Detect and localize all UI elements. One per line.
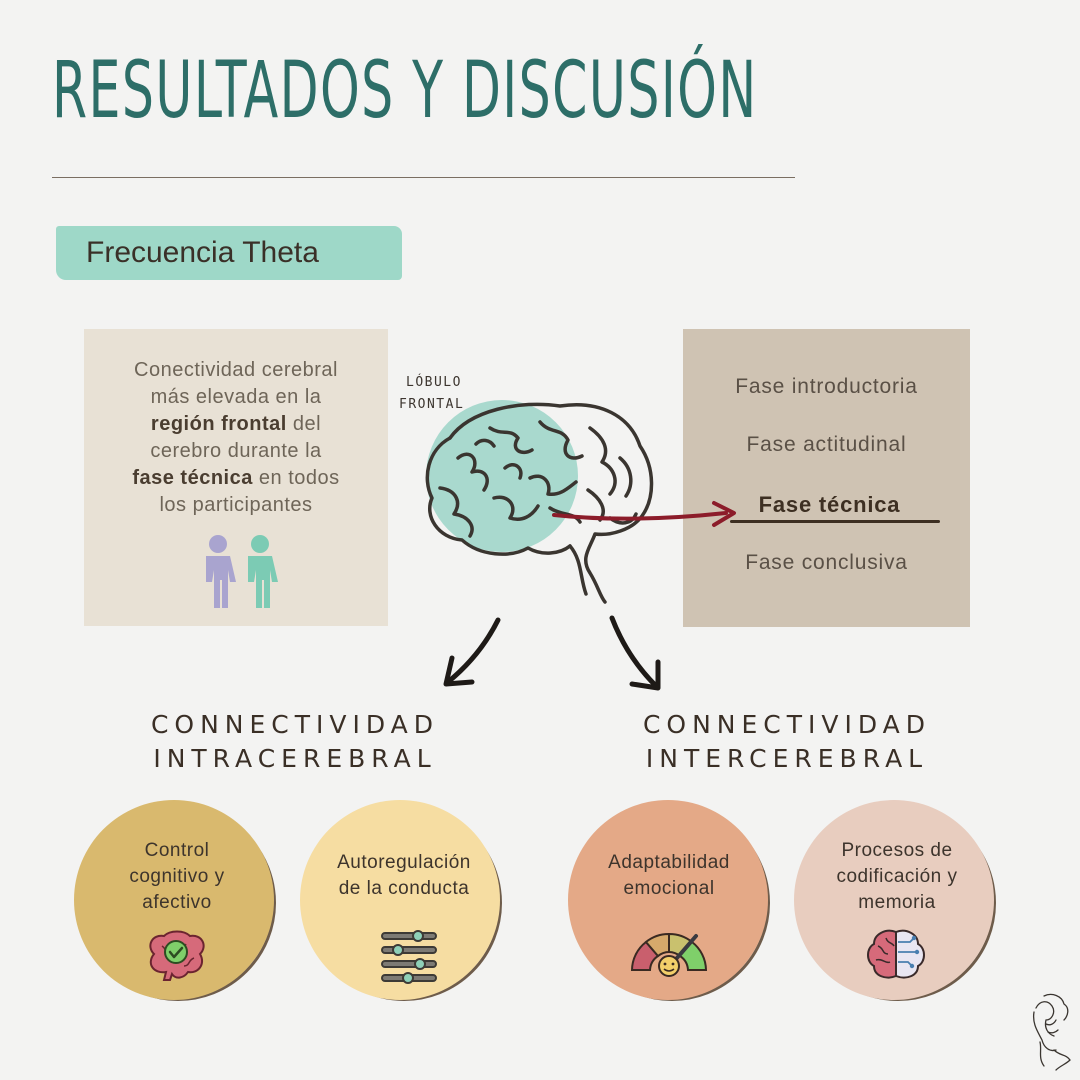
heading-line: CONNECTIVIDAD <box>642 710 932 739</box>
heading-intracerebral: CONNECTIVIDAD INTRACEREBRAL <box>140 708 450 776</box>
circle-label-line: Autoregulación <box>337 852 471 873</box>
participants-icon <box>206 535 278 608</box>
phase-item: Fase introductoria <box>735 375 918 398</box>
section-badge <box>56 226 402 280</box>
circle-label-line: Procesos de <box>841 840 953 861</box>
finding-line: los participantes <box>159 494 313 516</box>
circle-label: Procesos de codificación y memoria <box>810 838 984 916</box>
circle-label: Adaptabilidad emocional <box>584 850 754 902</box>
finding-line: región frontal del <box>104 411 368 438</box>
phase-item: Fase conclusiva <box>745 551 908 574</box>
section-badge-label: Frecuencia Theta <box>86 236 319 269</box>
heading-line: INTERCEREBRAL <box>645 744 929 773</box>
phase-item-active: Fase técnica <box>758 492 901 517</box>
heading-intercerebral: CONNECTIVIDAD INTERCEREBRAL <box>632 708 942 776</box>
finding-highlight: fase técnica <box>132 467 253 489</box>
circle-label-line: Adaptabilidad <box>608 852 730 873</box>
heading-line: CONNECTIVIDAD <box>150 710 440 739</box>
circle-label: Control cognitivo y afectivo <box>94 838 260 916</box>
finding-line: Conectividad cerebral <box>134 359 338 381</box>
finding-line: cerebro durante la <box>150 440 322 462</box>
circle-label-line: emocional <box>623 878 715 899</box>
title-divider <box>52 177 795 178</box>
sketch-portrait-logo-icon <box>1032 993 1071 1071</box>
finding-line: fase técnica en todos <box>104 465 368 492</box>
circle-label: Autoregulación de la conducta <box>316 850 492 902</box>
circle-label-line: memoria <box>858 892 936 913</box>
frontal-lobe-highlight <box>426 400 578 552</box>
sliders-icon <box>381 930 437 984</box>
active-phase-underline <box>730 520 940 523</box>
finding-box <box>84 329 388 626</box>
heading-line: INTRACEREBRAL <box>153 744 437 773</box>
finding-line-rest: del <box>286 413 322 435</box>
circle-label-line: cognitivo y <box>129 866 225 887</box>
mood-gauge-icon <box>630 932 708 977</box>
brain-illustration <box>425 400 654 604</box>
arrow-to-active-phase-icon <box>552 501 736 527</box>
brain-outline <box>425 402 654 604</box>
phase-item: Fase actitudinal <box>746 433 907 456</box>
finding-line-rest: en todos <box>252 467 340 489</box>
page-title: RESULTADOS Y DISCUSIÓN <box>52 46 758 136</box>
circle-label-line: Control <box>144 840 210 861</box>
lobule-label: LÓBULO <box>406 375 462 390</box>
circle-label-line: de la conducta <box>338 878 470 899</box>
finding-line: más elevada en la <box>150 386 322 408</box>
circle-label-line: codificación y <box>836 866 958 887</box>
lobule-label: FRONTAL <box>399 397 465 412</box>
arrow-down-left-icon <box>443 617 501 687</box>
phases-box <box>683 329 970 627</box>
finding-text: Conectividad cerebral más elevada en la … <box>104 357 368 519</box>
arrow-down-right-icon <box>609 615 661 691</box>
brain-circuit-icon <box>867 929 925 979</box>
brain-check-icon <box>149 930 205 981</box>
circle-label-line: afectivo <box>142 892 212 913</box>
finding-highlight: región frontal <box>150 413 287 435</box>
